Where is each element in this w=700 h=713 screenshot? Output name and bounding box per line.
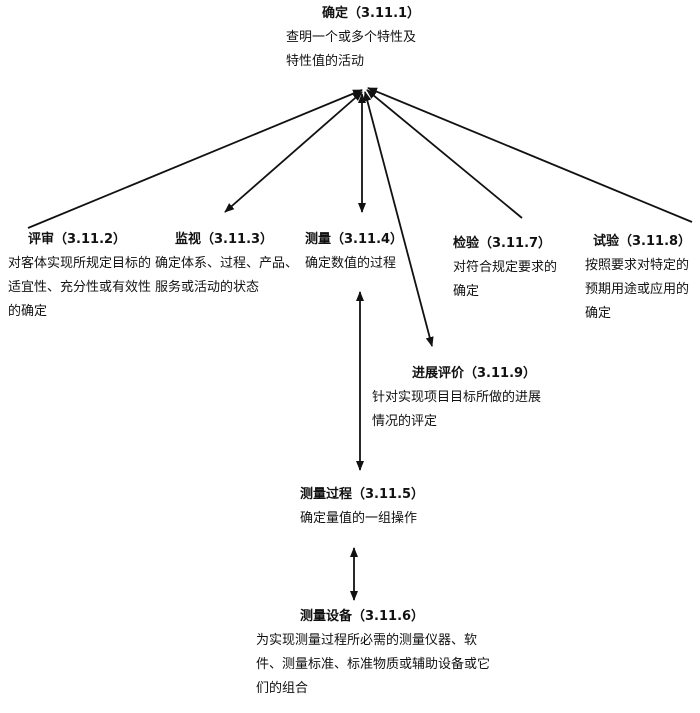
node-title: 测量（3.11.4） <box>305 232 404 247</box>
node-desc: 对符合规定要求的确定 <box>453 260 558 299</box>
node-title: 进展评价（3.11.9） <box>412 366 537 381</box>
node-inspection: 检验（3.11.7） 对符合规定要求的确定 <box>453 232 563 304</box>
node-measurement: 测量（3.11.4） 确定数值的过程 <box>305 228 425 276</box>
node-progress: 进展评价（3.11.9） 针对实现项目目标所做的进展情况的评定 <box>372 362 552 434</box>
node-desc: 确定量值的一组操作 <box>300 511 418 526</box>
node-title: 测量设备（3.11.6） <box>300 609 425 624</box>
arrow-monitoring <box>224 91 363 213</box>
node-desc: 查明一个或多个特性及特性值的活动 <box>286 30 417 69</box>
node-desc: 针对实现项目目标所做的进展情况的评定 <box>372 390 542 429</box>
node-title: 监视（3.11.3） <box>175 232 274 247</box>
node-review: 评审（3.11.2） 对客体实现所规定目标的适宜性、充分性或有效性的确定 <box>8 228 152 324</box>
node-desc: 按照要求对特定的预期用途或应用的确定 <box>585 258 690 321</box>
node-title: 检验（3.11.7） <box>453 236 552 251</box>
arrow-inspection <box>366 89 523 219</box>
arrow-test <box>367 87 693 223</box>
node-desc: 为实现测量过程所必需的测量仪器、软件、测量标准、标准物质或辅助设备或它们的组合 <box>256 633 491 696</box>
node-test: 试验（3.11.8） 按照要求对特定的预期用途或应用的确定 <box>585 230 697 326</box>
node-desc: 确定体系、过程、产品、服务或活动的状态 <box>155 256 299 295</box>
arrow-review <box>27 89 363 229</box>
node-desc: 确定数值的过程 <box>305 256 397 271</box>
node-desc: 对客体实现所规定目标的适宜性、充分性或有效性的确定 <box>8 256 152 319</box>
node-title: 确定（3.11.1） <box>322 6 421 21</box>
node-measurement-equipment: 测量设备（3.11.6） 为实现测量过程所必需的测量仪器、软件、测量标准、标准物… <box>256 605 501 701</box>
arrow-progress <box>363 91 434 347</box>
node-determination: 确定（3.11.1） 查明一个或多个特性及特性值的活动 <box>286 2 426 74</box>
node-monitoring: 监视（3.11.3） 确定体系、过程、产品、服务或活动的状态 <box>155 228 299 300</box>
node-measurement-process: 测量过程（3.11.5） 确定量值的一组操作 <box>300 483 470 531</box>
node-title: 评审（3.11.2） <box>28 232 127 247</box>
node-title: 测量过程（3.11.5） <box>300 487 425 502</box>
node-title: 试验（3.11.8） <box>593 234 692 249</box>
